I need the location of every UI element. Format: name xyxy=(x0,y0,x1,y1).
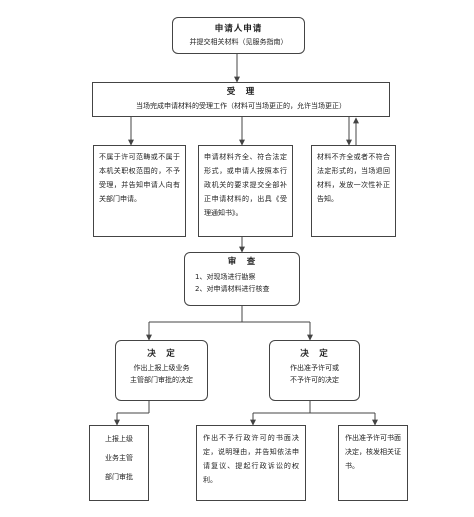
node-review: 审 查 1、对现场进行勘察 2、对申请材料进行核查 xyxy=(184,252,300,306)
node-review-title: 审 查 xyxy=(227,257,257,267)
node-accept: 受 理 当场完成申请材料的受理工作（材料可当场更正的，允许当场更正） xyxy=(92,82,390,117)
node-report: 上报上级 业务主管 部门审批 xyxy=(89,425,149,501)
node-decision-right-line-1: 作出准予许可或 xyxy=(290,363,339,372)
node-reject: 不属于许可范畴或不属于本机关职权范围的，不予受理，并告知申请人向有关部门申请。 xyxy=(93,145,186,237)
node-decision-left-line-1: 作出上报上级业务 xyxy=(133,363,190,372)
node-accepted-text: 申请材料齐全、符合法定形式，或申请人按照本行政机关的要求提交全部补正申请材料的，… xyxy=(204,153,287,217)
node-grant: 作出准予许可书面决定，核发相关证书。 xyxy=(338,425,408,501)
node-report-line-2: 业务主管 xyxy=(105,454,133,462)
node-deny: 作出不予行政许可的书面决定，说明理由，并告知依法申请复议、提起行政诉讼的权利。 xyxy=(196,425,306,501)
node-decision-left-title: 决 定 xyxy=(147,349,176,359)
node-incomplete: 材料不齐全或者不符合法定形式的，当场退回材料，发放一次性补正告知。 xyxy=(311,145,396,237)
node-report-line-3: 部门审批 xyxy=(105,473,133,481)
node-report-line-1: 上报上级 xyxy=(105,435,133,443)
node-review-item-1: 1、对现场进行勘察 xyxy=(195,272,256,281)
node-apply: 申请人申请 并提交相关材料（见服务指南） xyxy=(172,17,305,54)
node-accepted: 申请材料齐全、符合法定形式，或申请人按照本行政机关的要求提交全部补正申请材料的，… xyxy=(198,145,293,237)
node-accept-text: 当场完成申请材料的受理工作（材料可当场更正的，允许当场更正） xyxy=(136,101,346,110)
node-apply-text: 并提交相关材料（见服务指南） xyxy=(189,37,288,46)
node-decision-right-line-2: 不予许可的决定 xyxy=(290,375,339,384)
node-deny-text: 作出不予行政许可的书面决定，说明理由，并告知依法申请复议、提起行政诉讼的权利。 xyxy=(203,434,299,484)
node-decision-right: 决 定 作出准予许可或 不予许可的决定 xyxy=(269,340,360,401)
node-review-item-2: 2、对申请材料进行核查 xyxy=(195,284,270,293)
node-decision-right-title: 决 定 xyxy=(300,349,329,359)
node-decision-left: 决 定 作出上报上级业务 主管部门审批的决定 xyxy=(115,340,208,401)
node-grant-text: 作出准予许可书面决定，核发相关证书。 xyxy=(345,434,401,470)
node-reject-text: 不属于许可范畴或不属于本机关职权范围的，不予受理，并告知申请人向有关部门申请。 xyxy=(99,153,180,203)
node-decision-left-line-2: 主管部门审批的决定 xyxy=(130,375,193,384)
node-incomplete-text: 材料不齐全或者不符合法定形式的，当场退回材料，发放一次性补正告知。 xyxy=(317,153,390,203)
node-apply-title: 申请人申请 xyxy=(214,24,263,34)
node-accept-title: 受 理 xyxy=(226,87,256,97)
